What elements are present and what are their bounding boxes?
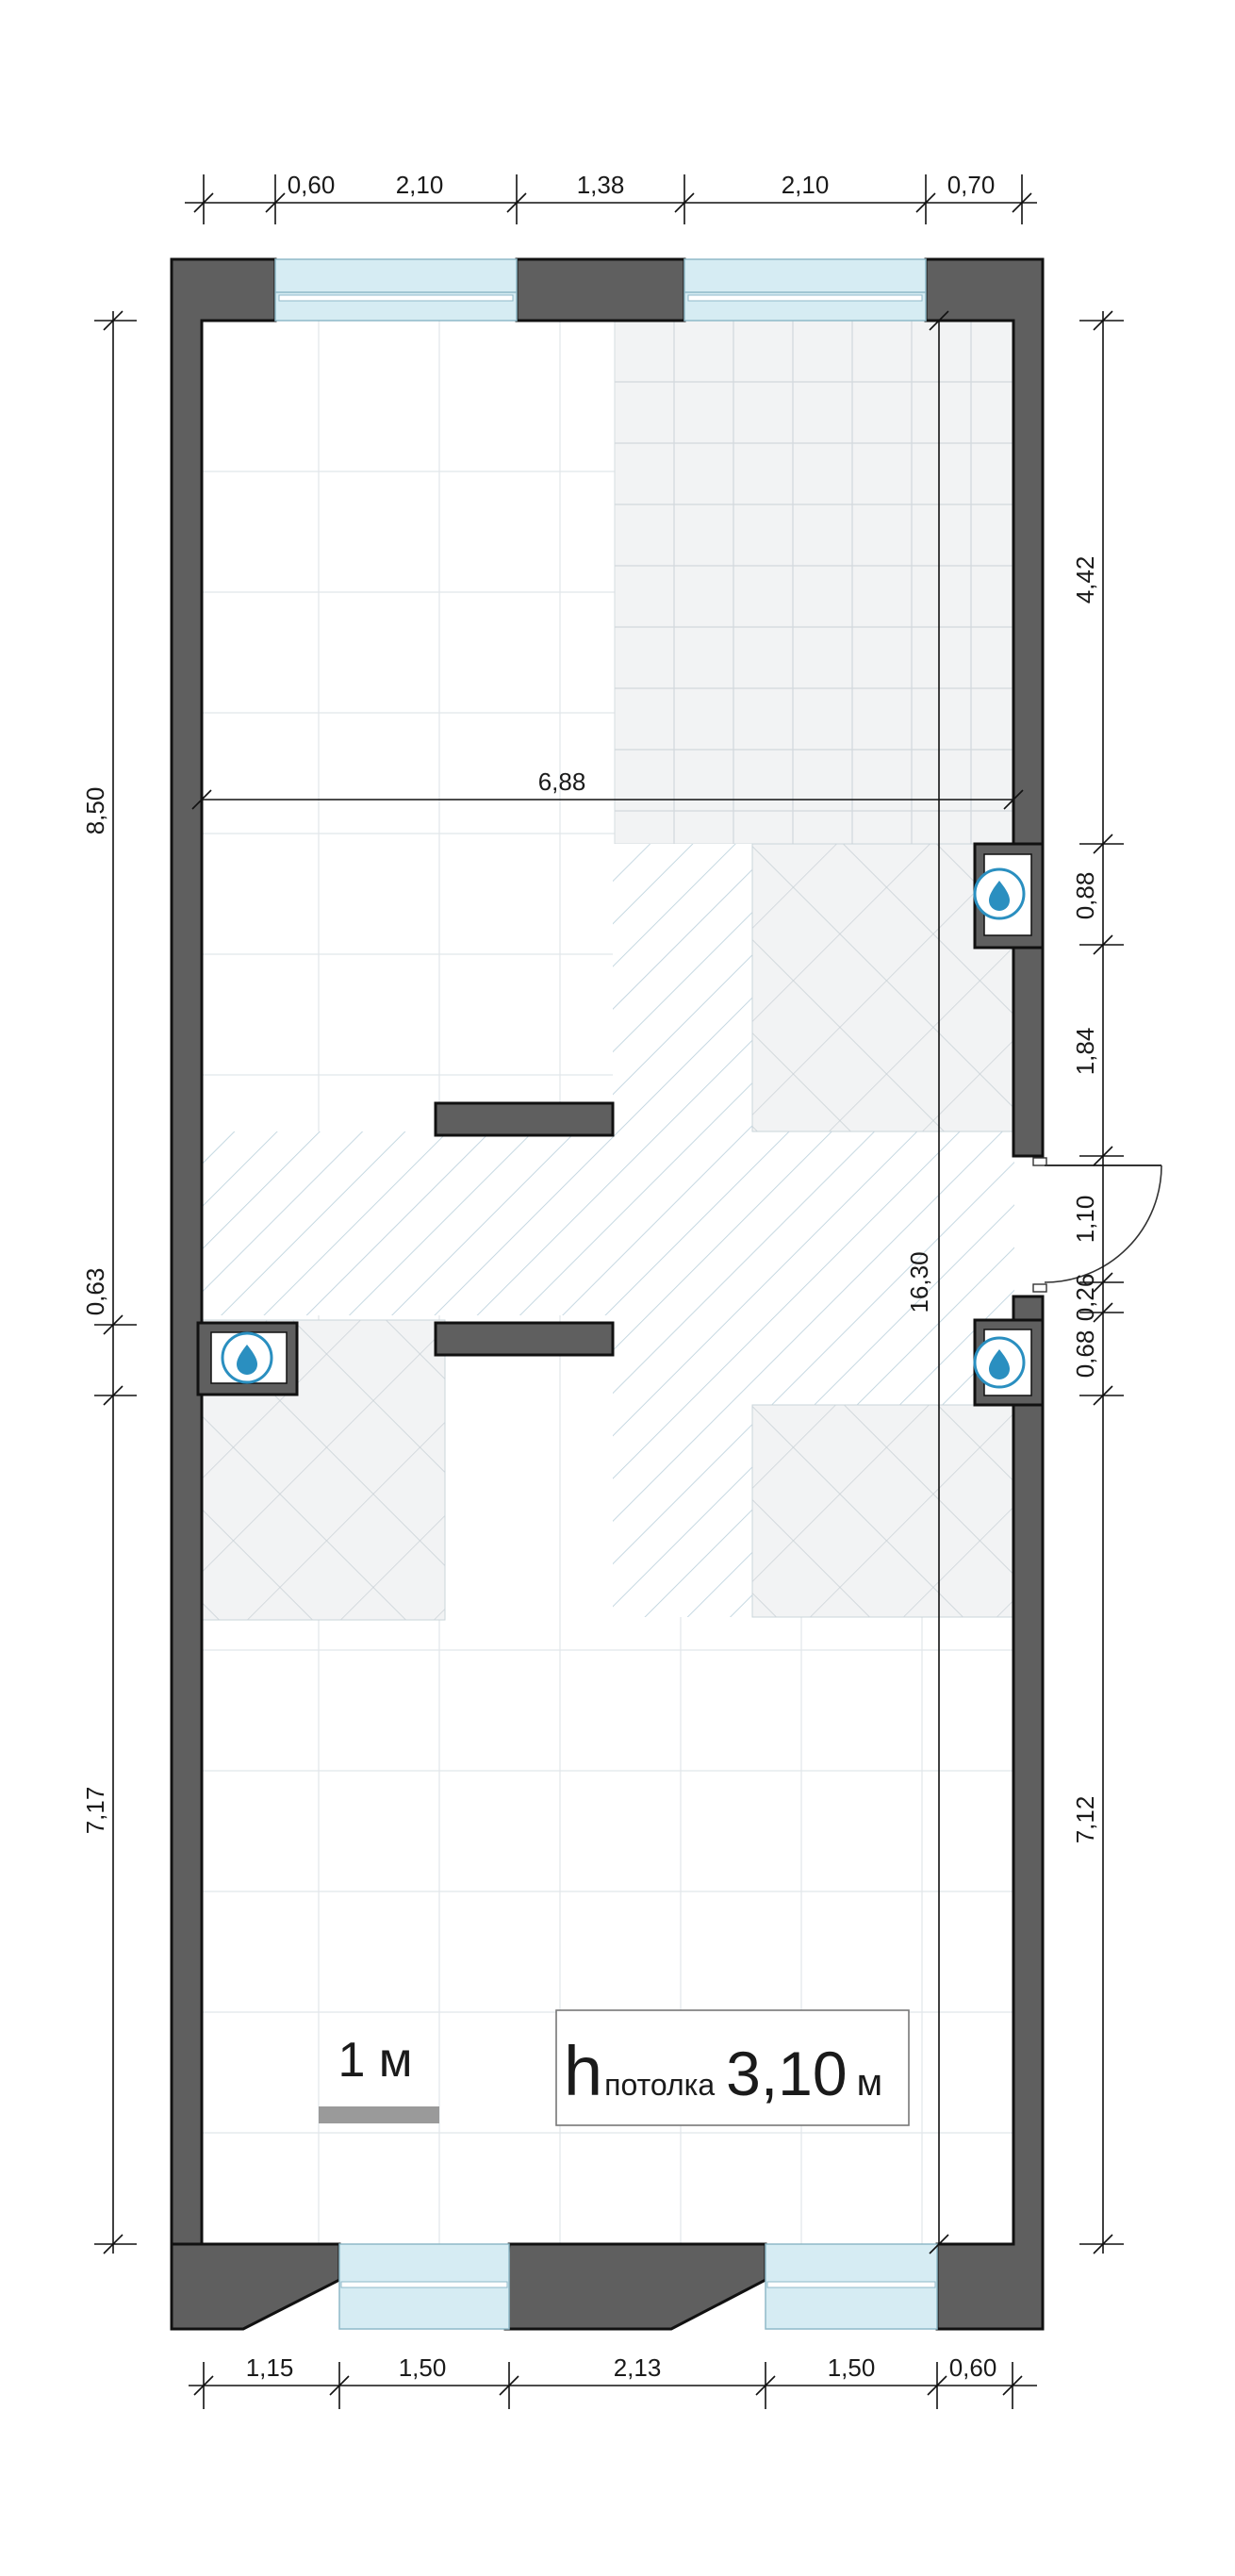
top-dim-2: 2,10 [396, 171, 444, 199]
ceiling-unit: м [857, 2062, 883, 2104]
scale-bar: 1 м [319, 2033, 439, 2123]
left-dim-3: 7,17 [81, 1787, 109, 1835]
partition-upper [434, 1101, 615, 1137]
riser-right-top [973, 842, 1045, 949]
window-top-left [274, 258, 518, 322]
top-dimension-chain: 0,60 2,10 1,38 2,10 0,70 [185, 171, 1037, 224]
right-dim-5: 0,26 [1071, 1274, 1099, 1322]
windows [274, 258, 938, 2330]
bottom-dimension-chain: 1,15 1,50 2,13 1,50 0,60 [189, 2353, 1037, 2409]
inner-width-label: 6,88 [538, 768, 586, 796]
right-dim-2: 0,88 [1071, 872, 1099, 920]
wall-top-pier [515, 257, 686, 322]
top-dim-5: 0,70 [947, 171, 996, 199]
bottom-dim-1: 1,15 [246, 2353, 294, 2382]
left-dim-2: 0,63 [81, 1268, 109, 1316]
water-drop-icon [973, 1336, 1026, 1389]
left-dim-1: 8,50 [81, 787, 109, 835]
wall-bottom-pier [503, 2242, 767, 2331]
right-dim-1: 4,42 [1071, 556, 1099, 604]
inner-width-dimension: 6,88 [191, 768, 1024, 810]
right-dimension-chain: 4,42 0,88 1,84 1,10 0,26 0,68 7,12 [1071, 310, 1124, 2254]
partition-lower [434, 1321, 615, 1357]
scale-label: 1 м [338, 2033, 412, 2088]
right-dim-3: 1,84 [1071, 1028, 1099, 1076]
scale-bar-graphic [319, 2106, 439, 2123]
window-top-right [683, 258, 927, 322]
ceiling-value: 3,10 [726, 2039, 847, 2108]
bottom-dim-5: 0,60 [949, 2353, 997, 2382]
bottom-dim-3: 2,13 [614, 2353, 662, 2382]
right-dim-6: 0,68 [1071, 1330, 1099, 1379]
hatched-zones [202, 844, 1014, 1617]
inner-length-dimension: 16,30 [905, 310, 949, 2254]
right-dim-4: 1,10 [1071, 1196, 1099, 1244]
wall-bottom-left [170, 2242, 341, 2331]
ceiling-h: h [564, 2032, 602, 2110]
left-dimension-chain: 8,50 0,63 7,17 [81, 310, 137, 2254]
top-dim-3: 1,38 [577, 171, 625, 199]
top-dim-1: 0,60 [288, 171, 336, 199]
diamond-tile-zones [201, 843, 1015, 1621]
water-drop-icon [221, 1331, 273, 1384]
riser-left [196, 1321, 299, 1396]
top-dim-4: 2,10 [782, 171, 830, 199]
water-drop-icon [973, 867, 1026, 920]
tile-zone-top-right [614, 320, 1014, 845]
bottom-dim-2: 1,50 [399, 2353, 447, 2382]
riser-right-bottom [973, 1318, 1045, 1407]
ceiling-sub: потолка [604, 2068, 715, 2102]
right-dim-7: 7,12 [1071, 1796, 1099, 1844]
bottom-dim-4: 1,50 [828, 2353, 876, 2382]
inner-length-label: 16,30 [905, 1251, 933, 1313]
